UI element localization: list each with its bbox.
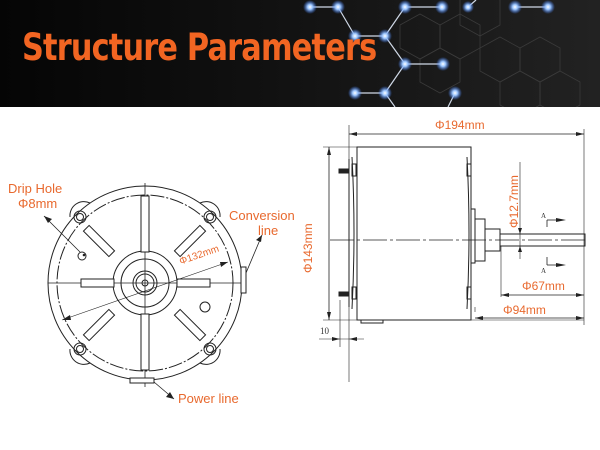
- body-diameter-dim: Φ143mm: [301, 223, 315, 273]
- shaft-diameter-dim: Φ12.7mm: [507, 175, 521, 228]
- front-extension-dim: Φ94mm: [503, 303, 546, 317]
- drip-hole-label: Drip Hole: [8, 181, 63, 196]
- section-mark-bottom: A: [541, 267, 547, 275]
- shaft-length-dim: Φ67mm: [522, 279, 565, 293]
- header-banner: Structure Parameters: [0, 0, 600, 107]
- technical-drawing: Drip Hole Φ8mm Conversion line Power lin…: [0, 107, 600, 450]
- overall-length-dim: Φ194mm: [435, 118, 485, 132]
- offset-dim: 10: [320, 326, 329, 336]
- hexagon-network-decoration: [303, 0, 581, 107]
- section-mark-top: A: [541, 212, 547, 220]
- conversion-line-label: Conversion: [229, 208, 295, 223]
- motor-drawings: [43, 125, 587, 400]
- page-title: Structure Parameters: [22, 26, 377, 69]
- power-line-label: Power line: [178, 391, 239, 406]
- conversion-line-label-2: line: [258, 223, 279, 238]
- drip-hole-size: Φ8mm: [18, 196, 58, 211]
